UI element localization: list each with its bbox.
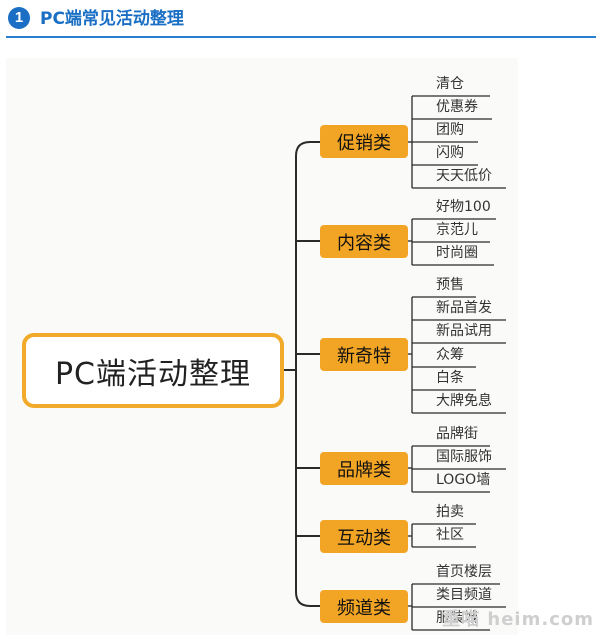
leaf-item: 社区 [436,527,464,543]
leaf-item: LOGO墙 [436,472,491,488]
leaf-item: 大牌免息 [436,393,492,409]
category-node-channel: 频道类 [320,590,408,623]
category-node-novelty: 新奇特 [320,338,408,371]
header-divider [6,36,596,38]
leaf-item: 白条 [436,370,464,386]
leaf-item: 闪购 [436,145,464,161]
leaf-item: 好物100 [436,199,491,215]
category-node-brand: 品牌类 [320,452,408,485]
leaf-item: 京范儿 [436,222,478,238]
leaf-item: 清仓 [436,76,464,92]
leaf-item: 时尚圈 [436,245,478,261]
leaf-item: 服装城 [436,610,478,626]
leaf-item: 优惠券 [436,99,478,115]
leaf-item: 众筹 [436,347,464,363]
leaf-item: 预售 [436,277,464,293]
leaf-item: 品牌街 [436,426,478,442]
leaf-item: 天天低价 [436,168,492,184]
leaf-item: 首页楼层 [436,564,492,580]
section-number-badge: 1 [8,7,30,29]
leaf-item: 新品首发 [436,300,492,316]
section-header: 1 PC端常见活动整理 [0,0,600,46]
leaf-item: 类目频道 [436,587,492,603]
leaf-item: 国际服饰 [436,449,492,465]
watermark: 重喵 heim.com [442,609,594,630]
category-node-interaction: 互动类 [320,520,408,553]
leaf-item: 团购 [436,122,464,138]
section-title: PC端常见活动整理 [40,9,184,29]
category-node-content: 内容类 [320,225,408,258]
category-node-promotion: 促销类 [320,125,408,158]
trunk-line [295,141,311,607]
leaf-item: 新品试用 [436,323,492,339]
root-node: PC端活动整理 [22,333,284,408]
leaf-item: 拍卖 [436,504,464,520]
